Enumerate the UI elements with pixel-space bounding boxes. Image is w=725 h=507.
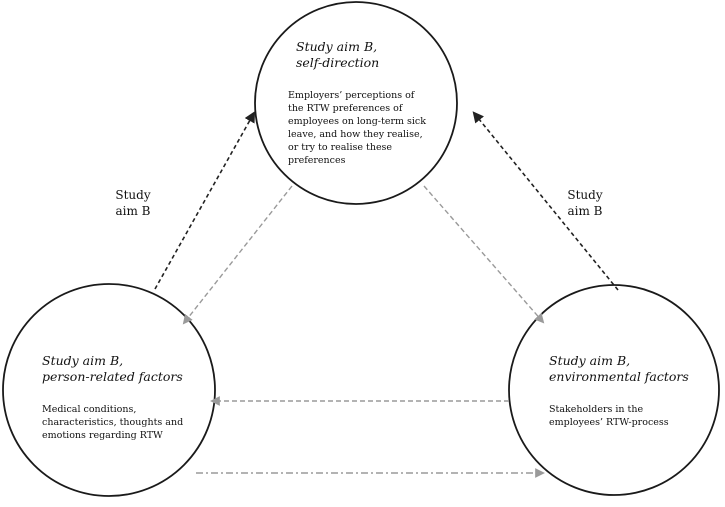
- edge-label-right-line: aim B: [567, 204, 603, 218]
- right-node-body-line: employees’ RTW-process: [549, 417, 669, 428]
- right-node-body: Stakeholders in the employees’ RTW-proce…: [549, 403, 669, 429]
- edge-label-left: Study aim B: [108, 187, 158, 219]
- left-node-body-line: characteristics, thoughts and: [42, 417, 184, 428]
- circle-environmental-factors: [508, 284, 720, 496]
- top-node-title-line: Study aim B,: [296, 39, 378, 54]
- arrow-top-to-left: [182, 185, 293, 325]
- left-node-title-line: Study aim B,: [42, 353, 124, 368]
- edge-label-left-line: aim B: [115, 204, 151, 218]
- edge-label-right-line: Study: [567, 188, 603, 202]
- top-node-body-line: employees on long-term sick: [288, 116, 427, 127]
- top-node-body-line: the RTW preferences of: [288, 103, 403, 114]
- arrow-left-to-top: [154, 111, 256, 290]
- circle-self-direction: [254, 1, 458, 205]
- circle-person-related-factors: [2, 283, 216, 497]
- arrow-top-to-right: [423, 185, 545, 324]
- edge-label-left-line: Study: [115, 188, 151, 202]
- right-node-title-line: environmental factors: [549, 369, 689, 384]
- left-node-body-line: emotions regarding RTW: [42, 430, 163, 441]
- left-node-title: Study aim B, person-related factors: [42, 353, 183, 385]
- arrow-right-to-top: [472, 111, 619, 291]
- right-node-title: Study aim B, environmental factors: [549, 353, 689, 385]
- left-node-body-line: Medical conditions,: [42, 404, 137, 415]
- left-node-title-line: person-related factors: [42, 369, 183, 384]
- top-node-title: Study aim B, self-direction: [296, 39, 379, 71]
- top-node-body: Employers’ perceptions of the RTW prefer…: [288, 89, 426, 167]
- top-node-body-line: Employers’ perceptions of: [288, 90, 415, 101]
- top-node-body-line: or try to realise these: [288, 142, 393, 153]
- left-node-body: Medical conditions, characteristics, tho…: [42, 403, 183, 442]
- top-node-body-line: leave, and how they realise,: [288, 129, 423, 140]
- right-node-body-line: Stakeholders in the: [549, 404, 644, 415]
- edge-label-right: Study aim B: [560, 187, 610, 219]
- top-node-title-line: self-direction: [296, 55, 380, 70]
- right-node-title-line: Study aim B,: [549, 353, 631, 368]
- top-node-body-line: preferences: [288, 155, 346, 166]
